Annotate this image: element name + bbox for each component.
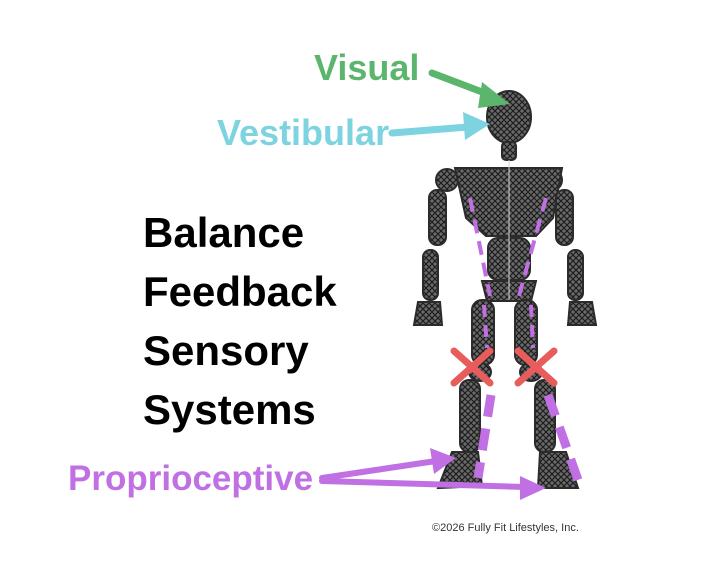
diagram-title: Balance Feedback Sensory Systems bbox=[143, 203, 337, 439]
proprioceptive-label: Proprioceptive bbox=[68, 459, 314, 498]
title-line: Systems bbox=[143, 386, 316, 433]
figure-left-shin bbox=[459, 379, 481, 453]
vestibular-label: Vestibular bbox=[217, 112, 390, 153]
title-line: Feedback bbox=[143, 268, 337, 315]
vestibular-arrow-icon bbox=[388, 112, 490, 140]
proprio-right-leg-line bbox=[543, 393, 583, 482]
figure-right-upper-arm bbox=[555, 189, 574, 246]
wire-figure bbox=[412, 90, 598, 490]
proprioceptive-pathways bbox=[468, 197, 583, 482]
proprio-torso-right-line bbox=[517, 197, 548, 297]
title-line: Balance bbox=[143, 209, 305, 256]
right-knee-cross-icon bbox=[514, 347, 558, 387]
proprio-torso-left-line bbox=[468, 197, 492, 297]
figure-left-forearm bbox=[422, 249, 439, 301]
copyright-notice: ©2026 Fully Fit Lifestyles, Inc. bbox=[432, 522, 579, 534]
figure-neck bbox=[501, 141, 517, 161]
proprio-thigh-left-line bbox=[482, 304, 489, 349]
figure-right-hand bbox=[566, 301, 598, 326]
proprio-thigh-right-line bbox=[529, 304, 535, 349]
visual-arrow-icon bbox=[428, 69, 510, 108]
figure-left-shoulder bbox=[435, 168, 459, 192]
proprio-left-leg-line bbox=[473, 394, 496, 479]
visual-label: Visual bbox=[314, 47, 420, 88]
proprioceptive-arrows-icon bbox=[319, 448, 546, 500]
figure-left-hand bbox=[412, 301, 444, 326]
figure-right-forearm bbox=[567, 249, 584, 301]
title-line: Sensory bbox=[143, 327, 309, 374]
figure-left-upper-arm bbox=[428, 189, 447, 246]
left-knee-cross-icon bbox=[450, 347, 494, 387]
